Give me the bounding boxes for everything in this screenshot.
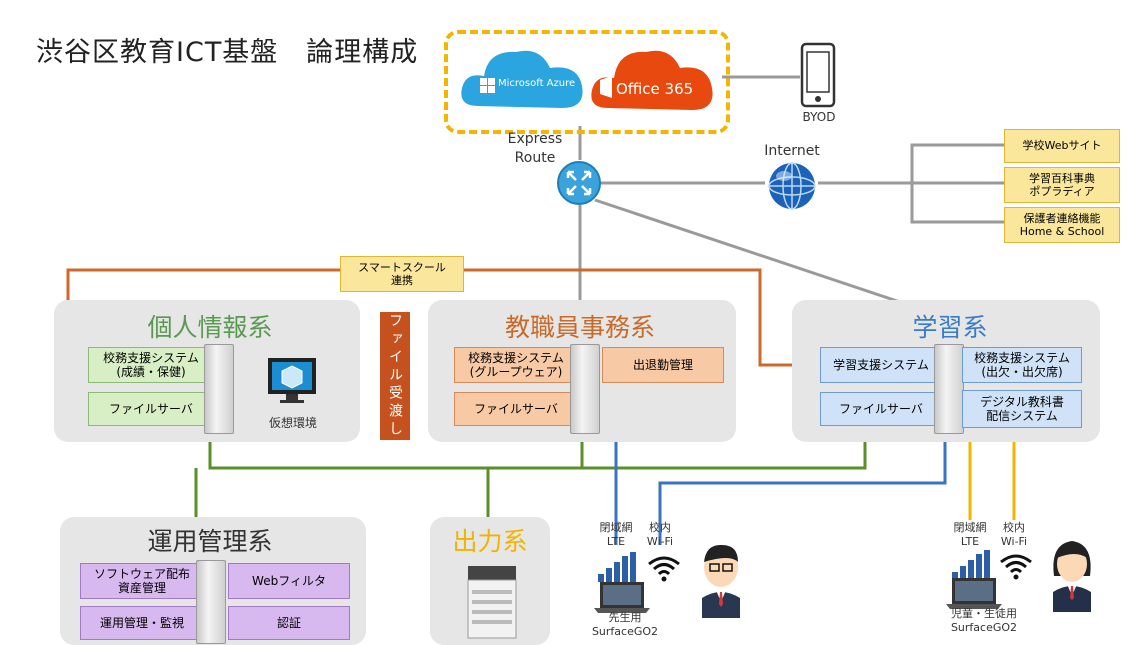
teacher-wifi-label: 校内 Wi-Fi [646, 521, 674, 548]
learning-box-attendance[interactable]: 校務支援システム (出欠・出欠席) [962, 347, 1082, 383]
teacher-device-label: 先生用 SurfaceGO2 [591, 611, 659, 638]
ops-box-software[interactable]: ソフトウェア配布 資産管理 [80, 563, 204, 599]
learning-title: 学習系 [912, 313, 988, 342]
printer-icon [467, 566, 517, 639]
staff-box-groupware[interactable]: 校務支援システム (グループウェア) [454, 347, 578, 383]
personal-box-grades[interactable]: 校務支援システム (成績・保健) [88, 347, 214, 383]
file-transfer-bar: ファイル受渡し [380, 312, 410, 440]
external-link-poplardia[interactable]: 学習百科事典 ポプラディア [1004, 167, 1120, 203]
output-title: 出力系 [452, 527, 528, 556]
personal-info-title: 個人情報系 [147, 313, 273, 342]
page-title: 渋谷区教育ICT基盤 論理構成 [36, 37, 419, 68]
virtual-env-label: 仮想環境 [268, 416, 317, 430]
router-icon [557, 161, 601, 205]
ops-box-auth[interactable]: 認証 [228, 606, 350, 640]
student-signal-icon [952, 550, 990, 580]
teacher-wifi-icon [648, 556, 680, 582]
external-link-home-school[interactable]: 保護者連絡機能 Home & School [1004, 207, 1120, 243]
ops-box-monitoring[interactable]: 運用管理・監視 [80, 606, 204, 640]
line-blue-learning [658, 440, 947, 545]
azure-cloud-icon [461, 50, 583, 108]
personal-server-icon [204, 344, 234, 434]
ops-title: 運用管理系 [147, 527, 273, 556]
learning-box-digital-textbook[interactable]: デジタル教科書 配信システム [962, 390, 1082, 428]
teacher-avatar-icon [702, 544, 740, 618]
express-route-label: Express Route [507, 131, 563, 166]
smartphone-icon [800, 42, 836, 108]
byod-label: BYOD [802, 110, 836, 124]
staff-box-fileserver[interactable]: ファイルサーバ [454, 392, 578, 426]
student-lte-label: 閉域網 LTE [953, 521, 987, 548]
teacher-lte-label: 閉域網 LTE [599, 521, 633, 548]
student-tablet-icon [946, 578, 1002, 609]
smart-school-label: スマートスクール 連携 [340, 256, 464, 292]
office365-label: Office 365 [616, 80, 694, 98]
student-wifi-icon [1000, 554, 1032, 580]
learning-server-icon [934, 344, 964, 434]
student-avatar-icon [1053, 541, 1091, 612]
learning-box-fileserver[interactable]: ファイルサーバ [820, 392, 942, 426]
office365-cloud-icon [591, 50, 713, 110]
line-router-learning [594, 198, 901, 304]
staff-box-attendance[interactable]: 出退勤管理 [602, 347, 724, 383]
globe-icon [768, 162, 816, 210]
internet-label: Internet [764, 143, 820, 159]
student-wifi-label: 校内 Wi-Fi [1000, 521, 1028, 548]
azure-label: Microsoft Azure [498, 78, 576, 89]
monitor-icon [268, 358, 316, 403]
ops-box-webfilter[interactable]: Webフィルタ [228, 563, 350, 599]
teacher-tablet-icon [594, 582, 650, 613]
personal-box-fileserver[interactable]: ファイルサーバ [88, 392, 214, 426]
external-link-school-website[interactable]: 学校Webサイト [1004, 129, 1120, 163]
staff-server-icon [570, 344, 600, 434]
learning-box-support[interactable]: 学習支援システム [820, 347, 942, 383]
line-green-bus [208, 440, 867, 470]
staff-title: 教職員事務系 [504, 313, 655, 342]
ops-server-icon [196, 560, 226, 644]
student-device-label: 児童・生徒用 SurfaceGO2 [950, 607, 1018, 634]
cloud-services-frame [444, 30, 730, 134]
teacher-signal-icon [598, 552, 636, 582]
